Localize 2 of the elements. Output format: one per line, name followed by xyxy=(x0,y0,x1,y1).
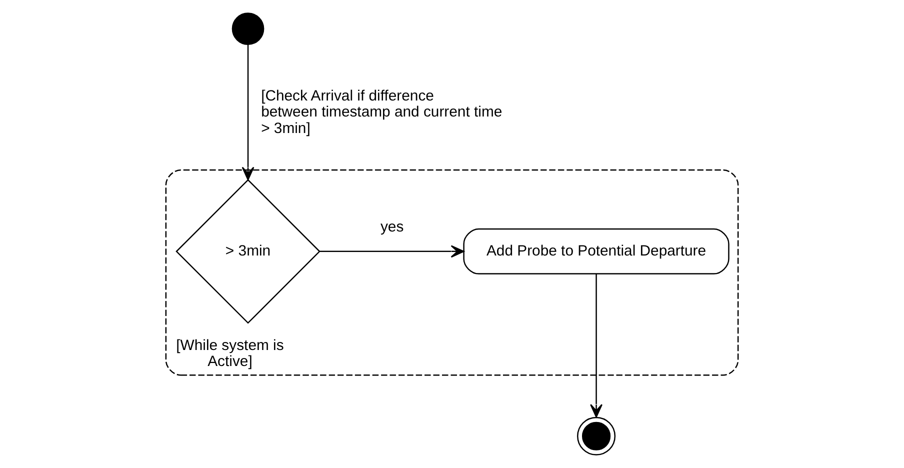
edge-label: [Check Arrival if difference between timestamp and current time > 3min] xyxy=(261,87,502,137)
edge-label: yes xyxy=(380,218,404,236)
